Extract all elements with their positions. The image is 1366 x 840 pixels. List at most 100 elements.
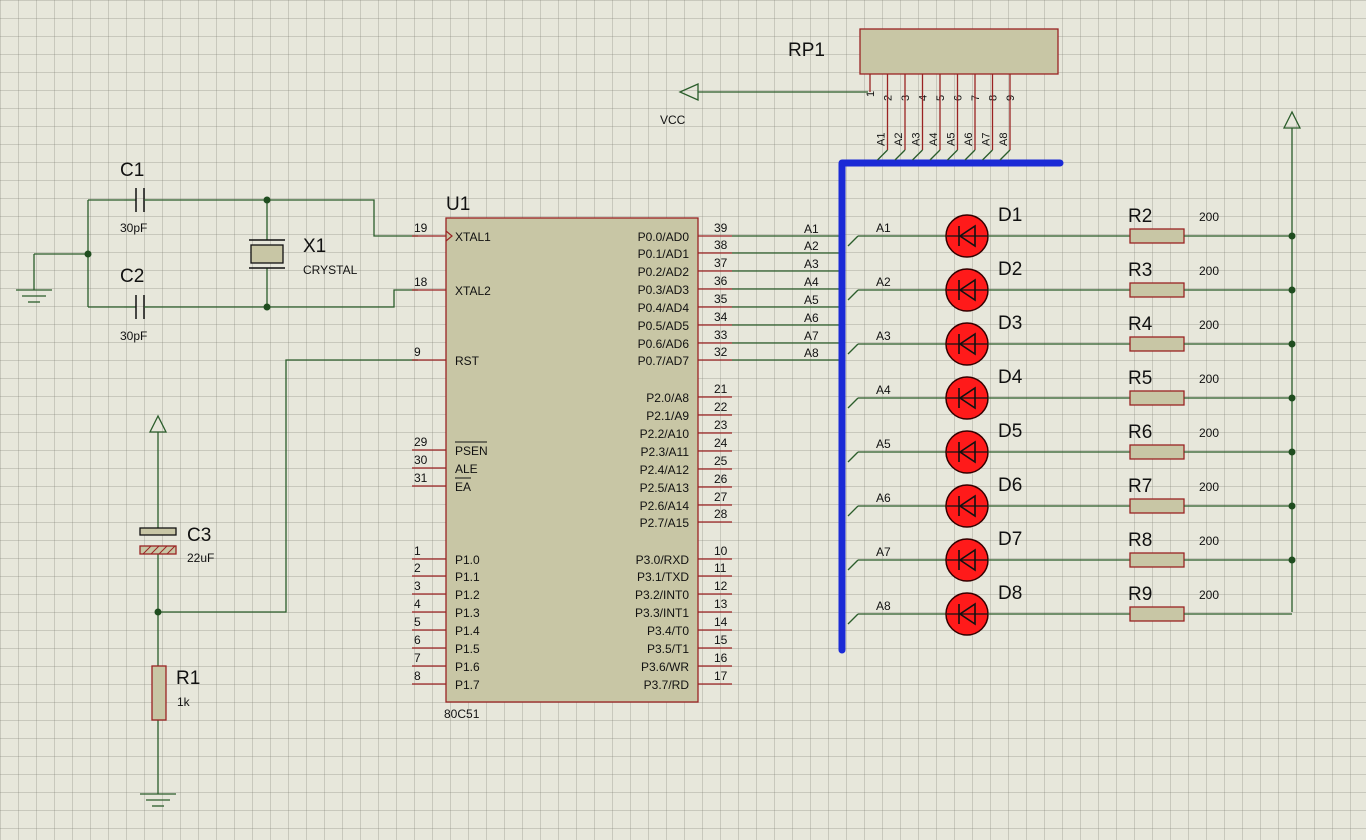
resistor-value: 200 [1199, 210, 1219, 224]
pin-number: 30 [414, 453, 428, 467]
resistor-ref: R5 [1128, 368, 1152, 389]
pin-number: 15 [714, 633, 728, 647]
crystal-x1[interactable]: X1 CRYSTAL [249, 236, 358, 277]
capacitor-c2[interactable]: C2 30pF [120, 266, 148, 343]
pin-name: P3.4/T0 [647, 624, 689, 638]
resistor-r1[interactable]: R1 1k [151, 665, 200, 721]
resistor-ref: R2 [1128, 206, 1152, 227]
rp1-net-label: A7 [981, 133, 993, 146]
resistor-r2[interactable] [1129, 228, 1185, 244]
led-d6[interactable] [945, 484, 989, 528]
led-d1[interactable] [945, 214, 989, 258]
junction-dot [1288, 556, 1296, 564]
pin-number: 6 [414, 633, 421, 647]
u1-pin-p1.2[interactable]: 3P1.2 [412, 579, 480, 602]
junction-dot [1288, 394, 1296, 402]
net-label: A8 [804, 346, 819, 360]
resistor-r6[interactable] [1129, 444, 1185, 460]
rp1-net-label: A5 [946, 133, 958, 146]
data-bus[interactable] [838, 159, 1064, 654]
led-ref: D6 [998, 475, 1022, 496]
u1-pin-p1.5[interactable]: 6P1.5 [412, 633, 480, 656]
led-d3[interactable] [945, 322, 989, 366]
u1-pin-p1.0[interactable]: 1P1.0 [412, 544, 480, 567]
resistor-r7[interactable] [1129, 498, 1185, 514]
c3-ref: C3 [187, 525, 211, 546]
pin-number: 32 [714, 345, 728, 359]
u1-pin-p1.7[interactable]: 8P1.7 [412, 669, 480, 692]
u1-pin-p1.6[interactable]: 7P1.6 [412, 651, 480, 674]
resistor-r4[interactable] [1129, 336, 1185, 352]
rp1-net-label: A4 [928, 133, 940, 146]
led-d8[interactable] [945, 592, 989, 636]
led-d7[interactable] [945, 538, 989, 582]
pin-number: 29 [414, 435, 428, 449]
rp1-net-label: A8 [998, 133, 1010, 146]
led-ref: D3 [998, 313, 1022, 334]
pin-number: 2 [414, 561, 421, 575]
u1-pin-p1.4[interactable]: 5P1.4 [412, 615, 480, 638]
led-d5[interactable] [945, 430, 989, 474]
pin-name: P3.0/RXD [636, 553, 690, 567]
u1-pin-p1.3[interactable]: 4P1.3 [412, 597, 480, 620]
pin-name: PSEN [455, 444, 488, 458]
power-arrow-icon [1282, 110, 1302, 129]
resistor-r8[interactable] [1129, 552, 1185, 568]
resistor-r3[interactable] [1129, 282, 1185, 298]
resistor-r5[interactable] [1129, 390, 1185, 406]
u1-pin-p1.1[interactable]: 2P1.1 [412, 561, 480, 584]
capacitor-c3[interactable]: C3 22uF [139, 525, 214, 565]
pin-name: P0.0/AD0 [638, 230, 690, 244]
c3-value: 22uF [187, 551, 214, 565]
net-label: A8 [876, 599, 891, 613]
led-d4[interactable] [945, 376, 989, 420]
led-d2[interactable] [945, 268, 989, 312]
resistor-value: 200 [1199, 426, 1219, 440]
pin-number: 3 [414, 579, 421, 593]
rp1-net-label: A2 [893, 133, 905, 146]
resistor-r9[interactable] [1129, 606, 1185, 622]
resistor-value: 200 [1199, 534, 1219, 548]
pin-number: 28 [714, 507, 728, 521]
capacitor-c1[interactable]: C1 30pF [120, 160, 148, 235]
pin-name: P0.6/AD6 [638, 337, 690, 351]
resistor-ref: R4 [1128, 314, 1153, 335]
r1-value: 1k [177, 695, 191, 709]
microcontroller-u1[interactable]: U1 80C51 19XTAL118XTAL29RST29PSEN30ALE31… [412, 194, 819, 721]
